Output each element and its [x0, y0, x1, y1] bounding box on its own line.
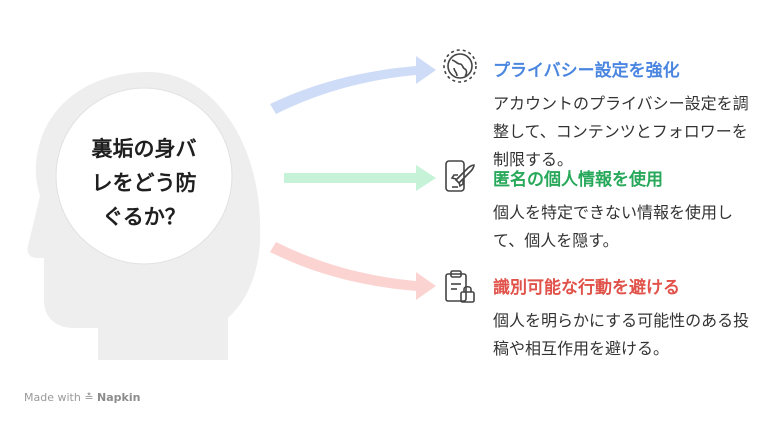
item-title-privacy: プライバシー設定を強化 — [493, 61, 680, 81]
napkin-logo-icon: ≛ — [84, 391, 94, 404]
item-title-avoid: 識別可能な行動を避ける — [493, 278, 680, 298]
item-title-anonymous: 匿名の個人情報を使用 — [493, 170, 663, 190]
item-desc-privacy: アカウントのプライバシー設定を調整して、コンテンツとフォロワーを制限する。 — [493, 94, 749, 169]
arrow-bottom — [270, 242, 436, 300]
globe-icon — [443, 49, 477, 83]
central-question-line: レをどう防 — [91, 171, 197, 195]
made-with-napkin: Made with ≛ Napkin — [24, 391, 140, 404]
central-question-line: 裏垢の身バ — [91, 137, 197, 161]
item-desc-avoid: 個人を明らかにする可能性のある投稿や相互作用を避ける。 — [493, 311, 750, 358]
central-question-line: ぐるか？ — [102, 205, 186, 229]
napkin-brand: Napkin — [97, 391, 141, 404]
thought-circle — [55, 87, 233, 265]
phone-rocket-icon — [445, 160, 475, 192]
arrow-middle — [284, 165, 436, 191]
clipboard-lock-icon — [445, 270, 475, 303]
central-question: 裏垢の身バ レをどう防 ぐるか？ — [64, 132, 224, 234]
made-with-label: Made with — [24, 391, 81, 404]
item-desc-anonymous: 個人を特定できない情報を使用して、個人を隠す。 — [493, 203, 734, 250]
arrow-top — [270, 56, 436, 114]
